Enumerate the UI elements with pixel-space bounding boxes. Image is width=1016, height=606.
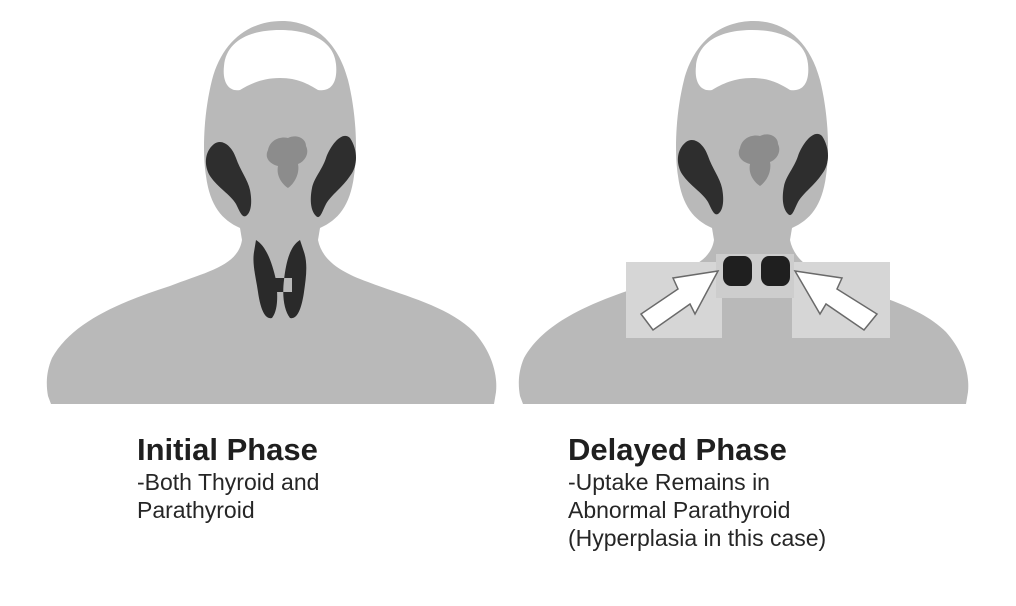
delayed-phase-caption: Delayed Phase -Uptake Remains in Abnorma… [568, 432, 988, 552]
delayed-phase-line-3: (Hyperplasia in this case) [568, 525, 827, 551]
delayed-phase-line-2: Abnormal Parathyroid [568, 497, 791, 523]
initial-phase-title: Initial Phase [137, 432, 318, 467]
head-neck-body [46, 21, 497, 404]
left-salivary-uptake [205, 141, 252, 217]
arrow-left-icon [793, 270, 879, 332]
head-window [223, 30, 337, 91]
delayed-phase-silhouette [518, 21, 969, 404]
delayed-phase-line-1: -Uptake Remains in [568, 469, 770, 495]
left-parathyroid-uptake [723, 256, 752, 286]
right-salivary-uptake [310, 135, 356, 218]
initial-phase-silhouette [46, 21, 497, 404]
thyroid-uptake [253, 240, 307, 319]
right-salivary-uptake [782, 133, 828, 216]
head-window [695, 30, 809, 91]
left-salivary-uptake [677, 139, 724, 215]
delayed-phase-title: Delayed Phase [568, 432, 787, 467]
oral-uptake [266, 136, 308, 188]
initial-phase-line-2: Parathyroid [137, 497, 255, 523]
right-parathyroid-uptake [761, 256, 790, 286]
initial-phase-line-1: -Both Thyroid and [137, 469, 320, 495]
arrow-right-icon [639, 270, 720, 332]
oral-uptake [738, 134, 780, 186]
initial-phase-caption: Initial Phase -Both Thyroid and Parathyr… [137, 432, 457, 524]
